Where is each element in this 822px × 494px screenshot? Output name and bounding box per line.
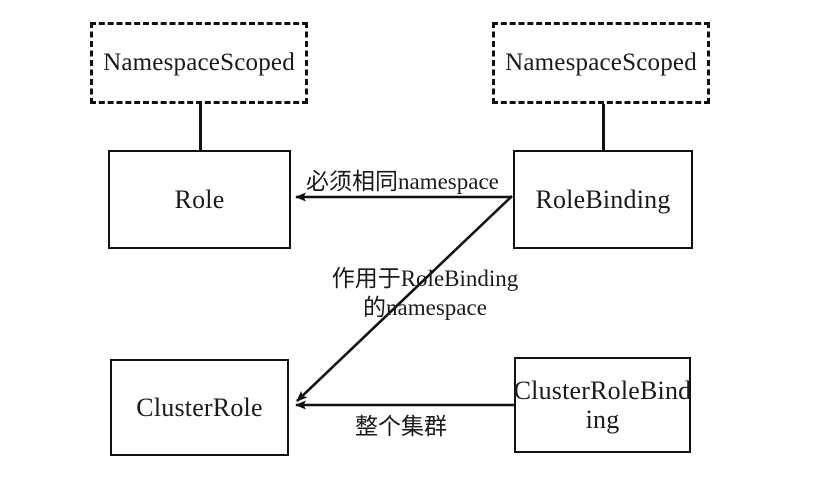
edge-label-line1: 作用于RoleBinding bbox=[331, 266, 519, 291]
edge-label-line2: 的namespace bbox=[363, 294, 487, 320]
node-clusterrole[interactable]: ClusterRole bbox=[110, 359, 289, 456]
node-label-line1: ClusterRoleBind bbox=[513, 375, 692, 405]
node-label: ClusterRole bbox=[136, 392, 263, 422]
node-label: NamespaceScoped bbox=[505, 49, 697, 76]
node-label-line2: ing bbox=[585, 405, 620, 434]
node-namespace-scoped-right[interactable]: NamespaceScoped bbox=[492, 22, 710, 104]
edge-label-whole-cluster: 整个集群 bbox=[355, 414, 447, 439]
node-label: RoleBinding bbox=[535, 184, 671, 214]
edge-label-applies-to-rolebinding-namespace: 作用于RoleBinding 的namespace bbox=[325, 265, 525, 323]
node-role[interactable]: Role bbox=[108, 150, 291, 249]
connector-namespacescoped-to-role bbox=[199, 101, 202, 153]
connector-namespacescoped-to-rolebinding bbox=[602, 101, 605, 153]
node-label: Role bbox=[174, 184, 225, 214]
node-label: NamespaceScoped bbox=[103, 49, 295, 76]
node-rolebinding[interactable]: RoleBinding bbox=[513, 150, 693, 249]
edge-label-same-namespace: 必须相同namespace bbox=[306, 169, 499, 194]
node-namespace-scoped-left[interactable]: NamespaceScoped bbox=[90, 22, 308, 104]
